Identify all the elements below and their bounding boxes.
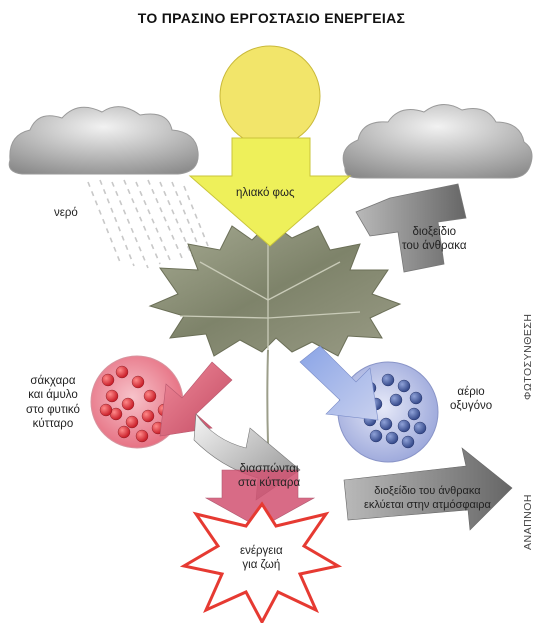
label-co2-in: διοξείδιο του άνθρακα [402,225,467,254]
side-label-photosynthesis: ΦΩΤΟΣΥΝΘΕΣΗ [522,314,534,400]
label-sunlight: ηλιακό φως [236,186,295,200]
cloud-icon [343,104,532,178]
label-co2-in-line1: διοξείδιο [402,225,467,239]
label-split-line2: στα κύτταρα [238,476,300,490]
diagram-title: ΤΟ ΠΡΑΣΙΝΟ ΕΡΓΟΣΤΑΣΙΟ ΕΝΕΡΓΕΙΑΣ [0,10,543,26]
leaf-to-oxygen-arrow [300,346,378,420]
label-co2-out-line2: εκλύεται στην ατμόσφαιρα [364,499,491,513]
oxygen-molecule [370,430,382,442]
sugar-molecule [136,430,148,442]
label-sugar-line2: και άμυλο [26,388,80,402]
label-sugar: σάκχαρα και άμυλο στο φυτικό κύτταρο [26,374,80,432]
oxygen-molecule [386,432,398,444]
oxygen-molecule [390,394,402,406]
label-water: νερό [54,206,78,220]
sugar-molecule [102,374,114,386]
label-sugar-line1: σάκχαρα [26,374,80,388]
oxygen-molecule [402,436,414,448]
label-oxygen-line1: αέριο [450,385,492,399]
sugar-molecule [126,416,138,428]
label-sugar-line4: κύτταρο [26,417,80,431]
sugar-molecule [122,398,134,410]
label-energy-line2: για ζωή [240,558,283,572]
label-split: διασπώνται στα κύτταρα [238,462,300,491]
label-co2-out-line1: διοξείδιο του άνθρακα [364,485,491,499]
sugar-molecule [118,426,130,438]
sugar-molecule [106,390,118,402]
sun [220,46,320,146]
oxygen-molecule [380,418,392,430]
oxygen-molecule [398,380,410,392]
label-energy: ενέργεια για ζωή [240,544,283,573]
sugar-molecule [144,390,156,402]
oxygen-molecule [398,420,410,432]
rain-cloud-icon [9,107,208,268]
sugar-molecule [100,404,112,416]
label-co2-in-line2: του άνθρακα [402,239,467,253]
label-split-line1: διασπώνται [238,462,300,476]
label-co2-out: διοξείδιο του άνθρακα εκλύεται στην ατμό… [364,485,491,513]
sugar-molecule [132,376,144,388]
sugar-molecule [142,410,154,422]
label-oxygen: αέριο οξυγόνο [450,385,492,414]
oxygen-molecule [408,408,420,420]
label-sugar-line3: στο φυτικό [26,403,80,417]
side-label-respiration: ΑΝΑΠΝΟΗ [522,494,534,550]
oxygen-molecule [382,374,394,386]
sugar-molecule [116,366,128,378]
label-oxygen-line2: οξυγόνο [450,399,492,413]
oxygen-molecule [414,422,426,434]
oxygen-molecule [410,392,422,404]
label-energy-line1: ενέργεια [240,544,283,558]
